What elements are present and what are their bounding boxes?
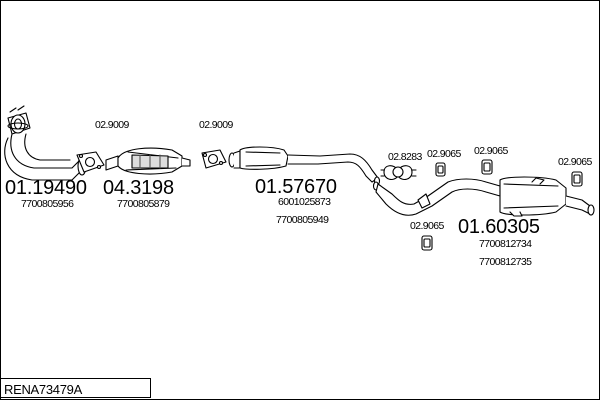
hanger-1-label: 02.9065 [427, 148, 461, 160]
intermediate-pipe-drawing [228, 146, 381, 186]
part-number-1: 01.19490 [5, 177, 87, 199]
hanger-2-drawing [481, 159, 493, 175]
catalytic-converter-drawing [105, 147, 191, 175]
gasket-2-label: 02.9009 [199, 119, 233, 131]
hanger-4-label: 02.9065 [558, 156, 592, 168]
oem-ref-3b: 7700805949 [276, 214, 329, 226]
hanger-3-label: 02.9065 [410, 220, 444, 232]
part-number-3: 01.57670 [255, 176, 337, 198]
oem-ref-3a: 6001025873 [278, 196, 331, 208]
oem-ref-2: 7700805879 [117, 198, 170, 210]
model-code: RENA73479A [4, 382, 82, 397]
oem-ref-1: 7700805956 [21, 198, 74, 210]
oem-ref-4a: 7700812734 [479, 238, 532, 250]
oem-ref-4b: 7700812735 [479, 256, 532, 268]
model-code-box: RENA73479A [0, 378, 151, 398]
gasket-1-drawing [76, 151, 105, 173]
front-downpipe-drawing [4, 105, 87, 181]
part-number-4: 01.60305 [458, 216, 540, 238]
hanger-3-drawing [421, 235, 433, 251]
gasket-2-drawing [201, 149, 227, 169]
clamp-drawing [380, 165, 417, 181]
hanger-2-label: 02.9065 [474, 145, 508, 157]
hanger-4-drawing [571, 171, 583, 187]
rear-silencer-drawing [372, 176, 595, 217]
hanger-1-drawing [435, 162, 446, 177]
clamp-label: 02.8283 [388, 151, 422, 163]
part-number-2: 04.3198 [103, 177, 174, 199]
gasket-1-label: 02.9009 [95, 119, 129, 131]
